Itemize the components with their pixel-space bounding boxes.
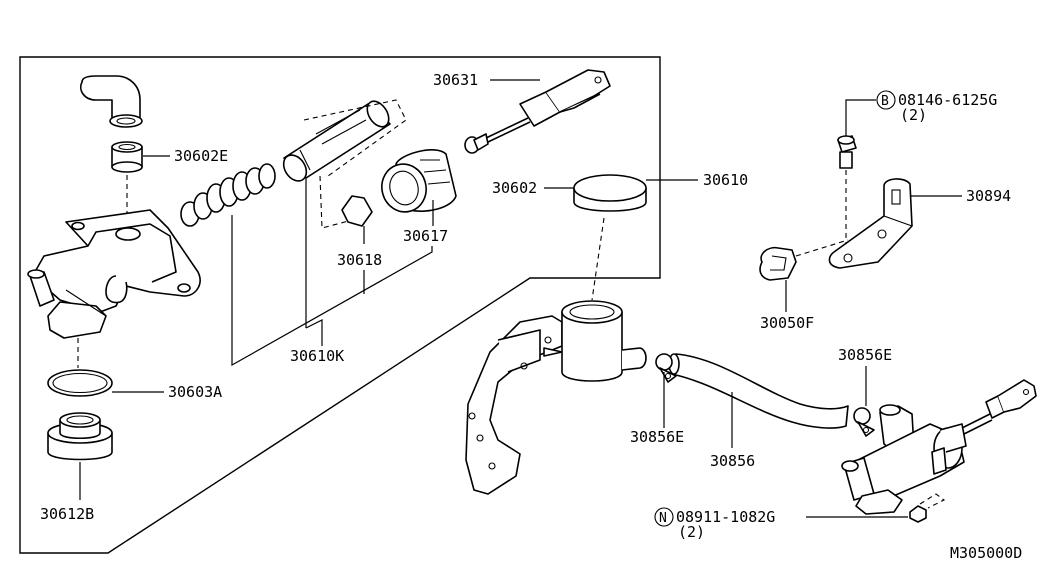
hose-clamp-left	[655, 353, 677, 383]
label-30856: 30856	[710, 452, 755, 470]
label-30618: 30618	[337, 251, 382, 269]
label-30612B: 30612B	[40, 505, 94, 523]
figure-code: M305000D	[950, 544, 1022, 562]
label-30610K: 30610K	[290, 347, 344, 365]
label-30610: 30610	[703, 171, 748, 189]
snap-ring-30618	[341, 195, 373, 227]
label-30894: 30894	[966, 187, 1011, 205]
master-cylinder-body	[27, 209, 201, 339]
label-30602: 30602	[492, 179, 537, 197]
hose-30856	[668, 353, 849, 429]
bracket-30894	[828, 178, 913, 269]
nut-guide-line	[919, 493, 946, 509]
label-30050F: 30050F	[760, 314, 814, 332]
repair-kit-outline	[303, 99, 407, 177]
hose-clamp-right	[853, 407, 875, 437]
piston-spring-boot	[180, 163, 276, 227]
label-30603A: 30603A	[168, 383, 222, 401]
label-30856E-left: 30856E	[630, 428, 684, 446]
seal-30612B	[47, 412, 113, 461]
label-30631: 30631	[433, 71, 478, 89]
callout-letter-B: B	[881, 94, 889, 109]
label-nut-qty: (2)	[678, 523, 705, 541]
bolt-08146-6125G	[837, 135, 857, 169]
clip-30050F	[759, 246, 797, 281]
grommet-30602E	[111, 141, 143, 173]
piston	[282, 100, 391, 182]
label-bolt-qty: (2)	[900, 106, 927, 124]
right-group-leader-lines	[663, 99, 962, 518]
o-ring-30603A	[47, 369, 113, 397]
callout-circle-N	[654, 507, 674, 527]
callout-letter-N: N	[659, 511, 667, 526]
clip-guide-line	[795, 239, 849, 257]
callout-circle-B	[876, 90, 896, 110]
master-cylinder-assembly-boundary	[19, 56, 661, 554]
label-bolt-08146-6125G: 08146-6125G	[898, 91, 997, 109]
label-nut-08911-1082G: 08911-1082G	[676, 508, 775, 526]
reservoir-tank-with-bracket	[465, 300, 647, 495]
label-30617: 30617	[403, 227, 448, 245]
reservoir-elbow-connector	[80, 75, 143, 128]
left-group-leader-lines	[79, 79, 540, 500]
push-rod-clevis-30631	[464, 69, 611, 154]
cap-guide-line	[591, 217, 605, 301]
slave-cylinder-assembly	[841, 379, 1037, 515]
label-30602E: 30602E	[174, 147, 228, 165]
dust-boot-30617	[381, 149, 457, 213]
nut-08911-1082G	[909, 505, 927, 523]
label-30856E-right: 30856E	[838, 346, 892, 364]
reservoir-cap-30602	[573, 174, 647, 212]
